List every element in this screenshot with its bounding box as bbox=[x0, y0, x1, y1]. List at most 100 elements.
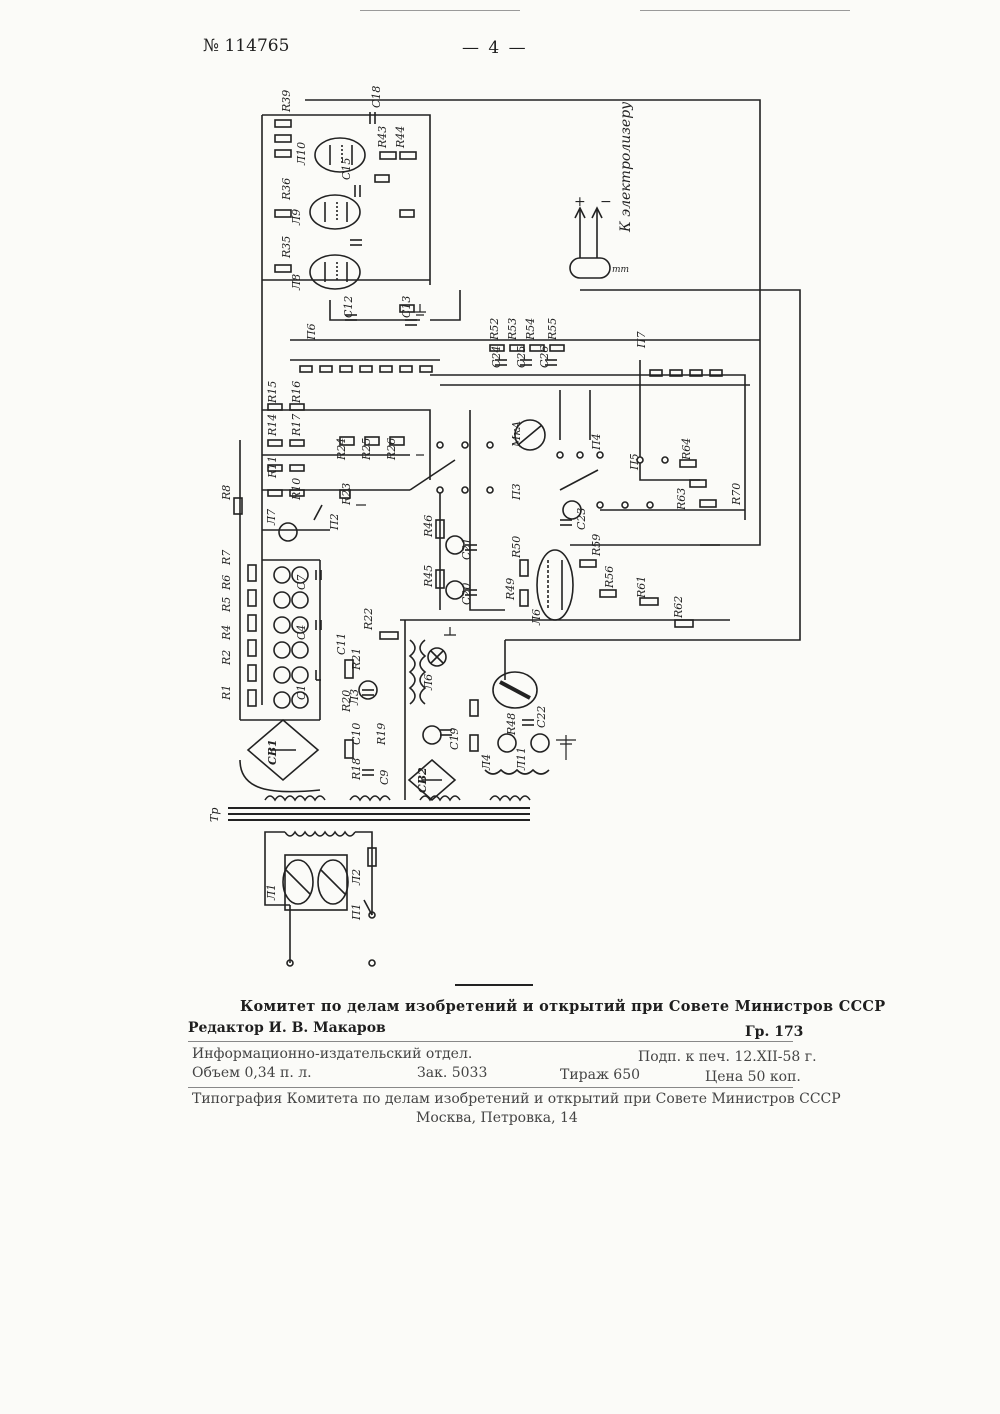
price: Цена 50 коп. bbox=[705, 1069, 801, 1085]
signed-date: Подп. к печ. 12.XII-58 г. bbox=[638, 1049, 817, 1065]
svg-text:R19: R19 bbox=[375, 723, 388, 746]
svg-text:R50: R50 bbox=[510, 536, 523, 559]
svg-text:R22: R22 bbox=[362, 608, 375, 631]
svg-text:C21: C21 bbox=[460, 538, 473, 560]
svg-text:R63: R63 bbox=[675, 488, 688, 511]
electrolyzer-labels: К электролизеру + − mm bbox=[574, 101, 634, 275]
svg-text:R44: R44 bbox=[394, 126, 407, 149]
svg-text:Тр: Тр bbox=[208, 808, 221, 822]
address-line: Москва, Петровка, 14 bbox=[416, 1110, 578, 1126]
svg-text:Л1: Л1 bbox=[265, 884, 278, 901]
svg-text:R56: R56 bbox=[603, 566, 616, 589]
volume-line: Объем 0,34 п. л. bbox=[192, 1065, 312, 1081]
svg-text:C18: C18 bbox=[370, 86, 383, 108]
svg-text:Л7: Л7 bbox=[265, 509, 278, 526]
svg-text:П7: П7 bbox=[635, 331, 648, 349]
svg-text:C1: C1 bbox=[295, 685, 308, 700]
svg-text:C4: C4 bbox=[295, 625, 308, 640]
svg-text:Л6: Л6 bbox=[422, 674, 435, 691]
svg-text:C26: C26 bbox=[538, 346, 551, 368]
svg-text:R53: R53 bbox=[506, 318, 519, 341]
svg-text:R70: R70 bbox=[730, 483, 743, 506]
svg-text:C20: C20 bbox=[460, 583, 473, 605]
svg-text:C15: C15 bbox=[340, 158, 353, 180]
svg-text:C19: C19 bbox=[448, 728, 461, 750]
svg-text:R14: R14 bbox=[266, 414, 279, 437]
svg-text:R5: R5 bbox=[220, 597, 233, 613]
svg-text:П4: П4 bbox=[590, 433, 603, 451]
svg-text:R18: R18 bbox=[350, 758, 363, 781]
electrolyzer-label: К электролизеру bbox=[618, 101, 634, 233]
svg-text:R16: R16 bbox=[290, 381, 303, 404]
svg-text:R21: R21 bbox=[350, 648, 363, 671]
committee-line: Комитет по делам изобретений и открытий … bbox=[240, 998, 885, 1015]
order-number: Зак. 5033 bbox=[417, 1065, 487, 1081]
svg-text:П2: П2 bbox=[328, 513, 341, 531]
svg-text:R8: R8 bbox=[220, 485, 233, 501]
svg-text:П3: П3 bbox=[510, 483, 523, 501]
svg-text:R49: R49 bbox=[504, 578, 517, 601]
svg-text:Л4: Л4 bbox=[480, 754, 493, 771]
svg-text:МкА: МкА bbox=[510, 421, 523, 448]
svg-text:C13: C13 bbox=[400, 296, 413, 318]
svg-text:R54: R54 bbox=[524, 318, 537, 341]
svg-text:R7: R7 bbox=[220, 550, 233, 566]
svg-text:R62: R62 bbox=[672, 596, 685, 619]
svg-text:Л6: Л6 bbox=[530, 609, 543, 626]
ground-label: mm bbox=[612, 265, 629, 275]
svg-text:C12: C12 bbox=[342, 296, 355, 318]
svg-text:C25: C25 bbox=[515, 346, 528, 368]
svg-text:C9: C9 bbox=[378, 770, 391, 785]
svg-text:R25: R25 bbox=[360, 438, 373, 461]
separator-line bbox=[455, 984, 533, 986]
svg-text:П1: П1 bbox=[350, 903, 363, 921]
svg-text:Л11: Л11 bbox=[515, 747, 528, 771]
bus-lines bbox=[240, 100, 800, 800]
svg-text:R26: R26 bbox=[385, 438, 398, 461]
svg-text:R61: R61 bbox=[635, 576, 648, 599]
svg-text:C7: C7 bbox=[295, 575, 308, 590]
svg-text:Л3: Л3 bbox=[348, 689, 361, 706]
svg-text:R35: R35 bbox=[280, 236, 293, 259]
svg-text:C10: C10 bbox=[350, 723, 363, 745]
svg-text:R46: R46 bbox=[422, 515, 435, 538]
print-run: Тираж 650 bbox=[560, 1067, 640, 1083]
svg-text:R43: R43 bbox=[376, 126, 389, 149]
svg-text:C24: C24 bbox=[490, 346, 503, 368]
svg-text:R45: R45 bbox=[422, 565, 435, 588]
svg-text:R52: R52 bbox=[488, 318, 501, 341]
svg-text:Л9: Л9 bbox=[290, 209, 303, 226]
svg-text:П6: П6 bbox=[305, 323, 318, 341]
transformer bbox=[228, 796, 530, 963]
circuit-schematic: R39 C18 Л10 Л9 Л8 R36 R35 R43 R44 C15 C1… bbox=[0, 0, 1000, 1000]
rectifier-sv1 bbox=[240, 720, 320, 792]
footer-rule-2 bbox=[188, 1087, 793, 1088]
svg-text:R10: R10 bbox=[290, 478, 303, 501]
svg-text:R23: R23 bbox=[340, 483, 353, 506]
svg-text:R24: R24 bbox=[335, 438, 348, 461]
svg-text:R39: R39 bbox=[280, 90, 293, 113]
svg-text:R2: R2 bbox=[220, 650, 233, 666]
svg-text:R36: R36 bbox=[280, 178, 293, 201]
svg-text:СВ2: СВ2 bbox=[416, 767, 429, 793]
dept-line: Информационно-издательский отдел. bbox=[192, 1046, 472, 1062]
svg-text:R11: R11 bbox=[266, 456, 279, 479]
svg-text:C11: C11 bbox=[335, 633, 348, 655]
editor-line: Редактор И. В. Макаров bbox=[188, 1020, 386, 1036]
svg-text:R55: R55 bbox=[546, 318, 559, 341]
svg-text:C23: C23 bbox=[575, 508, 588, 530]
minus-label: − bbox=[600, 194, 612, 210]
svg-text:R6: R6 bbox=[220, 575, 233, 591]
svg-text:Л8: Л8 bbox=[290, 274, 303, 291]
switch-arms bbox=[314, 460, 598, 915]
svg-text:R4: R4 bbox=[220, 625, 233, 641]
svg-text:R17: R17 bbox=[290, 414, 303, 437]
svg-text:R1: R1 bbox=[220, 685, 233, 701]
tube-l8 bbox=[310, 255, 360, 289]
tube-l9 bbox=[310, 195, 360, 229]
svg-text:СВ1: СВ1 bbox=[266, 739, 279, 765]
svg-text:R64: R64 bbox=[680, 438, 693, 461]
svg-text:C22: C22 bbox=[535, 706, 548, 728]
printer-line: Типография Комитета по делам изобретений… bbox=[192, 1091, 841, 1107]
svg-text:R48: R48 bbox=[505, 713, 518, 736]
